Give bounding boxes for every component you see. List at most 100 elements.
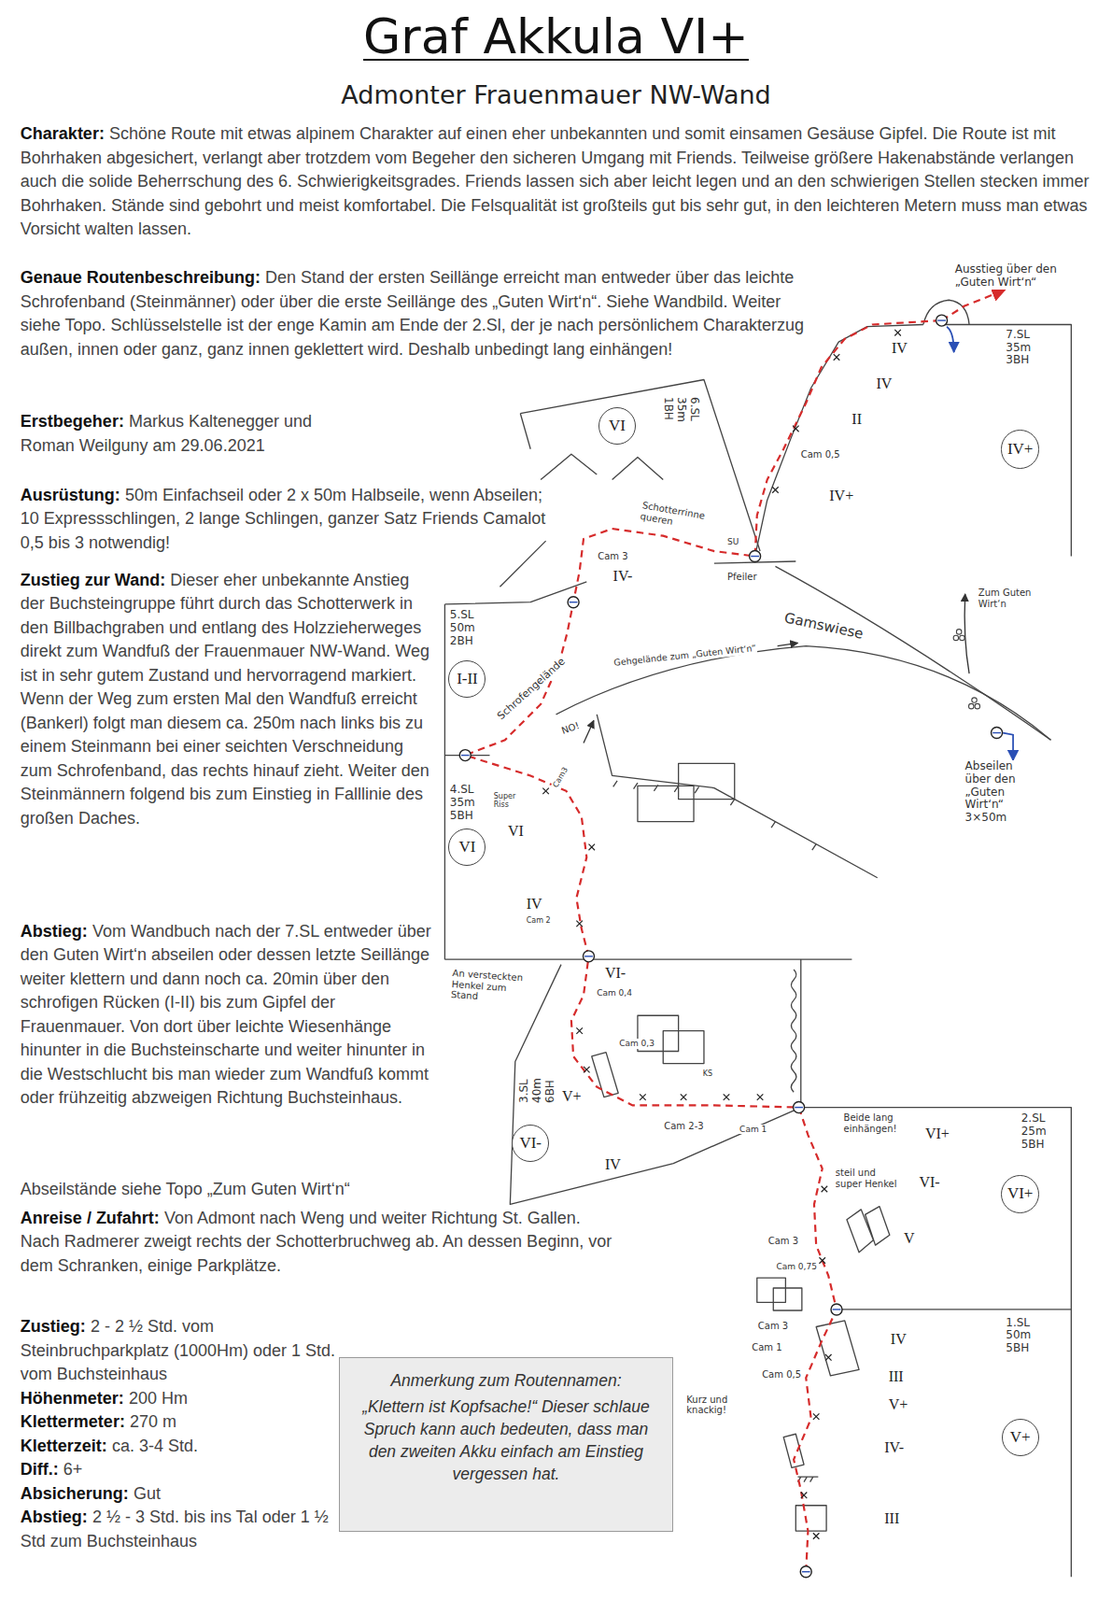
- text-block: Charakter:Schöne Route mit etwas alpinem…: [20, 122, 1098, 242]
- sling-marks: [790, 969, 796, 1092]
- text-block: Abseilstände siehe Topo „Zum Guten Wirt‘…: [20, 1177, 441, 1202]
- text-line: Erstbegeher:Markus Kaltenegger und Roman…: [20, 409, 348, 458]
- field-heading: Diff.:: [20, 1459, 59, 1478]
- cairn: [959, 634, 965, 640]
- pitch-frame: [444, 958, 852, 1107]
- topo-label: Kurz und knackig!: [685, 1393, 751, 1416]
- text-block: Erstbegeher:Markus Kaltenegger und Roman…: [20, 409, 348, 458]
- grade-circle: V+: [1001, 1418, 1040, 1456]
- topo-label: Cam3: [550, 764, 571, 790]
- topo-label: Beide lang einhängen!: [843, 1112, 919, 1134]
- text-line: Zustieg zur Wand:Dieser eher unbekannte …: [20, 568, 437, 831]
- pitch-frame: [444, 754, 490, 756]
- field-heading: Klettermeter:: [20, 1411, 126, 1431]
- grade-label: IV+: [828, 487, 855, 505]
- title: Graf Akkula VI+: [0, 9, 1112, 66]
- field-heading: Erstbegeher:: [20, 411, 125, 431]
- field-heading: Abstieg:: [20, 921, 88, 941]
- belay: [936, 314, 948, 326]
- direction-arrow: [964, 593, 970, 674]
- text-block: Anreise / Zufahrt:Von Admont nach Weng u…: [20, 1206, 618, 1279]
- pitch-frame: [520, 379, 761, 551]
- node-heading: V+: [1010, 1427, 1031, 1447]
- topo-label: 3.SL 40m 6BH: [518, 1076, 557, 1104]
- text-line: Klettermeter:270 m: [20, 1409, 338, 1435]
- topo-label: 5.SL 50m 2BH: [449, 608, 477, 648]
- grade-label: IV: [525, 895, 544, 913]
- topo-label: 7.SL 35m 3BH: [1004, 328, 1032, 367]
- grade-label: V+: [561, 1087, 583, 1105]
- node-heading: Anmerkung zum Routennamen:: [352, 1368, 660, 1392]
- grade-label: VI-: [604, 964, 627, 982]
- belay: [567, 596, 579, 608]
- grade-label: VI+: [924, 1125, 951, 1142]
- node-heading: VI: [608, 416, 626, 436]
- text-line: Kletterzeit:ca. 3-4 Std.: [20, 1434, 338, 1459]
- grade-circle: VI+: [1000, 1174, 1041, 1214]
- field-text: 200 Hm: [128, 1388, 188, 1408]
- roof-line: [596, 714, 877, 878]
- grade-label: IV: [604, 1155, 622, 1173]
- direction-arrow: [777, 642, 799, 646]
- grade-label: VI: [506, 822, 525, 840]
- text-line: Diff.:6+: [20, 1457, 338, 1482]
- field-heading: Charakter:: [20, 124, 105, 143]
- field-heading: Anreise / Zufahrt:: [20, 1208, 160, 1227]
- topo-label: An versteckten Henkel zum Stand: [450, 967, 531, 1005]
- field-heading: Zustieg:: [20, 1316, 86, 1336]
- gully-edge: [499, 540, 546, 587]
- text-block: Zustieg:2 - 2 ½ Std. vom Steinbruchparkp…: [20, 1314, 338, 1553]
- field-text: 6+: [63, 1459, 84, 1478]
- exit-arrow: [942, 289, 1006, 321]
- grade-label: IV: [889, 1330, 908, 1348]
- field-text: Vom Wandbuch nach der 7.SL entweder über…: [20, 921, 432, 1108]
- node-heading: VI+: [1007, 1183, 1034, 1203]
- topo-label: Cam 0,4: [595, 987, 634, 998]
- topo-label: Cam 2-3: [662, 1120, 704, 1132]
- text-line: Anreise / Zufahrt:Von Admont nach Weng u…: [20, 1206, 618, 1279]
- topo-label: KS: [702, 1069, 714, 1078]
- topo-label: 4.SL 35m 5BH: [449, 783, 477, 822]
- field-text: Dieser eher unbekannte Anstieg der Buchs…: [20, 570, 430, 828]
- rock-block: [591, 1052, 619, 1098]
- cairn: [956, 629, 961, 634]
- rock-block: [846, 1206, 890, 1253]
- belay: [830, 1303, 843, 1315]
- field-heading: Ausrüstung:: [20, 485, 121, 505]
- grade-circle: I-II: [448, 660, 486, 698]
- grade-label: V+: [887, 1395, 910, 1413]
- text-line: Abstieg:Vom Wandbuch nach der 7.SL entwe…: [20, 919, 441, 1111]
- grade-label: IV: [890, 339, 909, 357]
- node-heading: I-II: [456, 669, 479, 689]
- belay: [582, 950, 594, 962]
- field-heading: Kletterzeit:: [20, 1435, 108, 1455]
- topo-label: Gamswiese: [782, 609, 867, 643]
- grade-label: VI-: [917, 1173, 941, 1191]
- node-heading: VI-: [519, 1133, 542, 1153]
- field-text: Abseilstände siehe Topo „Zum Guten Wirt‘…: [20, 1179, 351, 1198]
- rock-block: [637, 762, 735, 821]
- pitch-frame: [943, 323, 1072, 556]
- topo-label: steil und super Henkel: [834, 1167, 901, 1189]
- topo-label: Cam 2: [525, 915, 552, 925]
- belay: [800, 1565, 812, 1577]
- belay: [793, 1101, 805, 1113]
- roof-hatching: [613, 780, 817, 850]
- text-line: Charakter:Schöne Route mit etwas alpinem…: [20, 122, 1098, 242]
- cairn: [953, 634, 958, 640]
- grade-circle: IV+: [1000, 429, 1041, 469]
- rappel-arrow: [1002, 732, 1014, 761]
- node-text: „Klettern ist Kopfsache!“ Dieser schlaue…: [352, 1394, 660, 1485]
- topo-label: Pfeiler: [726, 571, 759, 583]
- belay: [749, 550, 761, 563]
- text-line: Absicherung:Gut: [20, 1481, 338, 1507]
- subtitle: Admonter Frauenmauer NW-Wand: [0, 80, 1112, 111]
- direction-arrow: [583, 719, 594, 743]
- belay: [459, 749, 471, 761]
- topo-label: Cam 3: [596, 550, 629, 563]
- topo-label: Cam 0,75: [774, 1261, 817, 1271]
- text-block: Zustieg zur Wand:Dieser eher unbekannte …: [20, 568, 437, 831]
- topo-label: Cam 0,5: [760, 1368, 803, 1380]
- topo-label: 1.SL 50m 5BH: [1004, 1316, 1032, 1355]
